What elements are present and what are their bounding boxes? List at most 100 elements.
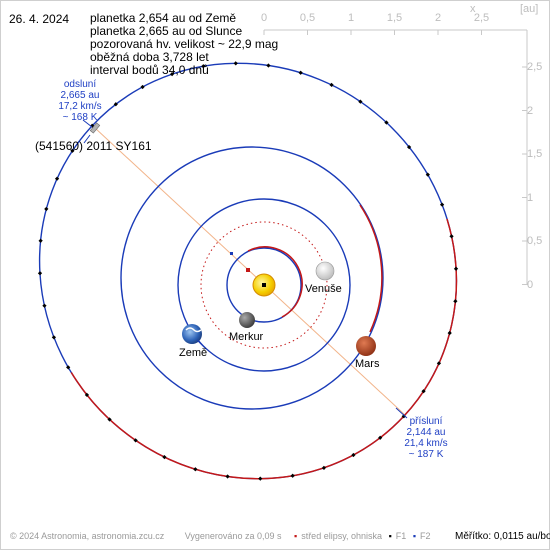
aphelion-title: odsluní: [63, 79, 97, 90]
info-line: planetka 2,665 au od Slunce: [90, 24, 243, 38]
center-legend-marker: ▪: [293, 531, 298, 541]
orbit-position-dot: [201, 64, 206, 69]
x-tick-label: 1: [347, 12, 355, 24]
y-tick-label: 1,5: [527, 148, 543, 160]
y-axis-name: [au]: [520, 3, 539, 15]
asteroid-icon: [89, 122, 101, 134]
orbit-position-dot: [401, 414, 406, 419]
orbit-position-dot: [66, 365, 71, 370]
orbit-position-dot: [421, 389, 426, 394]
orbit-position-dot: [436, 361, 442, 366]
venus-orbit: [200, 221, 328, 349]
generated-text: Vygenerováno za 0,09 s: [184, 531, 282, 541]
orbit-position-dot: [113, 102, 118, 107]
orbit-position-dot: [133, 438, 138, 443]
orbit-position-dot: [107, 417, 112, 422]
mercury-orbit: [226, 247, 302, 323]
mercury-icon: [239, 312, 255, 328]
perihelion-distance: 2,144 au: [406, 427, 446, 438]
orbit-position-dot: [358, 99, 363, 104]
earth-orbit: [177, 198, 351, 372]
y-tick-label: 2,5: [527, 61, 543, 73]
f2-legend-marker: ▪: [412, 531, 417, 541]
aphelion-connector: [82, 119, 93, 128]
info-line: interval bodů 34,0 dnů: [90, 63, 209, 77]
venus-icon: [315, 261, 335, 281]
perihelion-speed: 21,4 km/s: [404, 438, 448, 449]
x-tick-label: 0: [260, 12, 268, 24]
info-line: oběžná doba 3,728 let: [90, 50, 209, 64]
orbit-position-dot: [37, 271, 43, 276]
venus-label: Venuše: [305, 283, 342, 295]
orbit-position-dot: [54, 176, 60, 181]
aphelion-temp: ~ 168 K: [62, 112, 98, 123]
orbit-position-dot: [193, 467, 198, 472]
x-tick-label: 2,5: [473, 12, 490, 24]
asteroid-label-connector: [83, 134, 91, 144]
asteroid-name: (541560) 2011 SY161: [35, 139, 152, 153]
orbit-position-dot: [384, 120, 389, 125]
orbit-position-dot: [258, 476, 263, 481]
f1-legend-text: F1: [395, 531, 407, 541]
mars-orbit: [120, 146, 384, 410]
perihelion-temp: ~ 187 K: [408, 449, 444, 460]
orbit-position-dot: [38, 238, 43, 243]
orbit-position-dot: [84, 392, 90, 398]
orbit-position-dot: [439, 202, 445, 207]
orbit-position-dot: [42, 303, 47, 308]
mars-label: Mars: [355, 358, 380, 370]
x-tick-label: 0,5: [299, 12, 316, 24]
orbit-position-dot: [447, 330, 452, 336]
y-tick-label: 0,5: [527, 235, 543, 247]
mercury-orbit-red: [247, 246, 303, 318]
orbit-position-dot: [321, 465, 327, 470]
y-tick-label: 0: [527, 278, 534, 291]
x-axis-name: x: [470, 3, 476, 15]
y-tick-label: 2: [527, 104, 534, 117]
orbit-position-dot: [453, 266, 459, 271]
info-line: pozorovaná hv. velikost ~ 22,9 mag: [90, 37, 279, 51]
earth-clouds: [185, 327, 202, 333]
orbit-position-dot: [233, 61, 238, 66]
earth-asteroid-link: [196, 339, 207, 350]
orbit-position-dot: [298, 70, 303, 75]
aphelion-note: odsluní 2,665 au 17,2 km/s ~ 168 K: [50, 79, 110, 123]
mercury-label: Merkur: [229, 331, 264, 343]
scale-text: Měřítko: 0,0115 au/bod: [455, 531, 550, 542]
focus-f1-marker: [262, 283, 266, 287]
orbit-position-dot: [162, 454, 167, 460]
orbit-position-dot: [225, 474, 230, 479]
f2-legend-text: F2: [420, 531, 431, 541]
orbit-position-dot: [425, 172, 430, 177]
mars-orbit-red: [359, 204, 383, 333]
earth-label: Země: [179, 347, 208, 359]
orbit-position-dot: [140, 84, 145, 90]
date-label: 26. 4. 2024: [9, 12, 70, 26]
focus-f2-marker: [230, 252, 233, 255]
orbit-position-dot: [169, 72, 175, 77]
x-tick-label: 2: [434, 12, 442, 24]
orbit-position-dot: [406, 144, 412, 150]
aphelion-speed: 17,2 km/s: [58, 101, 102, 112]
axes: [263, 29, 528, 285]
orbit-position-dot: [51, 335, 57, 340]
orbit-position-dot: [290, 473, 295, 478]
orbit-position-dot: [329, 82, 334, 88]
orbit-position-dot: [70, 148, 75, 153]
orbit-position-dot: [449, 234, 454, 239]
y-tick-label: 1: [527, 191, 534, 204]
mars-icon: [356, 336, 376, 356]
center-legend-text: střed elipsy, ohniska: [301, 531, 383, 541]
f1-legend-marker: ▪: [388, 531, 392, 541]
aphelion-distance: 2,665 au: [60, 90, 100, 101]
ellipse-center-marker: [246, 268, 250, 272]
footer: © 2024 Astronomia, astronomia.zcu.cz Vyg…: [10, 531, 435, 541]
orbit-position-dot: [453, 299, 458, 304]
perihelion-connector: [395, 407, 408, 419]
orbit-position-dot: [266, 63, 271, 68]
orbit-position-dot: [44, 206, 49, 212]
perihelion-title: přísluní: [409, 416, 443, 427]
x-tick-label: 1,5: [386, 12, 403, 24]
